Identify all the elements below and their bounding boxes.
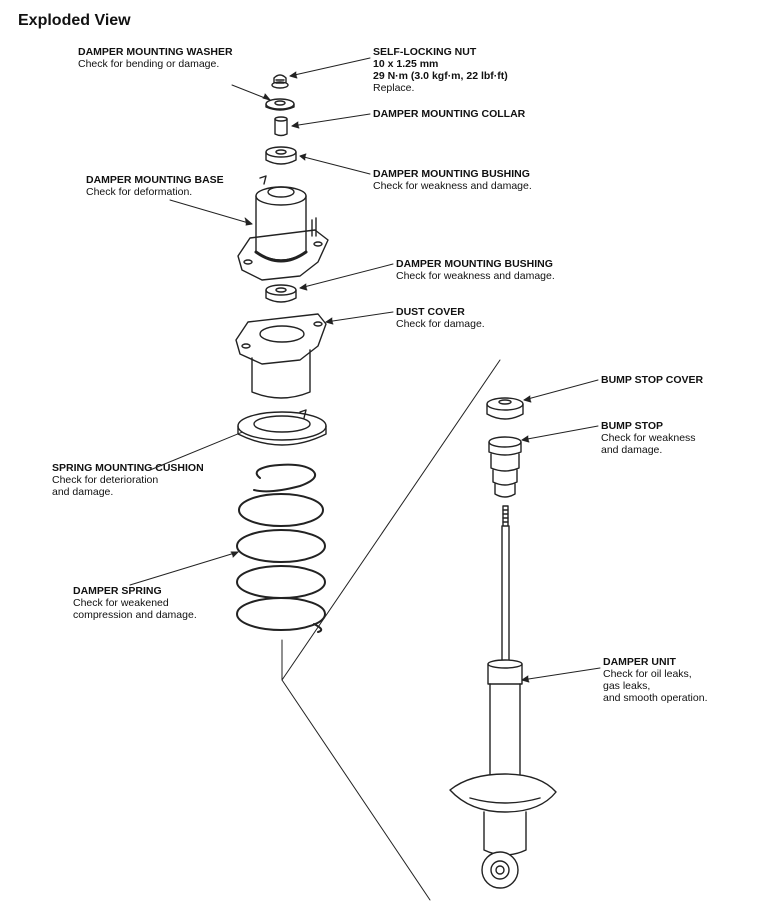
- label-dust-cover: DUST COVER: [396, 306, 465, 318]
- callout-damper-spring: DAMPER SPRING Check for weakened compres…: [73, 585, 197, 621]
- desc-damper-unit-line1: Check for oil leaks,: [603, 668, 692, 680]
- label-spring-mounting-cushion: SPRING MOUNTING CUSHION: [52, 462, 204, 474]
- desc-self-locking-nut: Replace.: [373, 82, 415, 94]
- leader-bushing-lower: [299, 263, 394, 289]
- callout-damper-unit: DAMPER UNIT Check for oil leaks, gas lea…: [603, 656, 708, 704]
- leader-base-arrow: [244, 217, 253, 226]
- callout-bump-stop-cover: BUMP STOP COVER: [601, 374, 703, 386]
- label-damper-mounting-collar: DAMPER MOUNTING COLLAR: [373, 108, 526, 120]
- label-damper-mounting-base: DAMPER MOUNTING BASE: [86, 174, 224, 186]
- leader-bump-stop: [521, 425, 599, 441]
- desc-damper-mounting-washer: Check for bending or damage.: [78, 58, 220, 70]
- leader-washer-arrow: [262, 93, 271, 101]
- bump-stop-cover: [486, 397, 524, 420]
- leader-collar-arrow: [291, 121, 300, 129]
- label-bump-stop-cover: BUMP STOP COVER: [601, 374, 704, 386]
- leader-bushing-upper-arrow: [299, 153, 307, 161]
- self-locking-nut: [271, 74, 289, 89]
- desc-spring-mounting-cushion-line2: and damage.: [52, 486, 114, 498]
- callout-damper-mounting-bushing-upper: DAMPER MOUNTING BUSHING Check for weakne…: [373, 168, 532, 192]
- leader-spring-arrow: [230, 551, 239, 558]
- desc-damper-unit-line2: gas leaks,: [603, 680, 651, 692]
- damper-mounting-base: [237, 175, 329, 281]
- desc-dust-cover: Check for damage.: [396, 318, 485, 330]
- label-damper-mounting-bushing-upper: DAMPER MOUNTING BUSHING: [373, 168, 530, 180]
- damper-spring: [236, 463, 326, 633]
- callout-damper-mounting-collar: DAMPER MOUNTING COLLAR: [373, 108, 525, 120]
- callout-damper-mounting-washer: DAMPER MOUNTING WASHER Check for bending…: [78, 46, 233, 70]
- desc-damper-mounting-base: Check for deformation.: [86, 186, 193, 198]
- label-damper-mounting-bushing-lower: DAMPER MOUNTING BUSHING: [396, 258, 553, 270]
- callout-self-locking-nut: SELF-LOCKING NUT 10 x 1.25 mm 29 N·m (3.…: [373, 46, 508, 94]
- spec-self-locking-nut-size: 10 x 1.25 mm: [373, 58, 439, 70]
- desc-spring-mounting-cushion-line1: Check for deterioration: [52, 474, 159, 486]
- leader-collar: [291, 113, 371, 127]
- bump-stop: [488, 436, 522, 498]
- leader-bushing-upper: [299, 155, 371, 175]
- leader-bump-stop-cover-arrow: [523, 395, 532, 403]
- label-damper-unit: DAMPER UNIT: [603, 656, 676, 668]
- leader-dust-cover-arrow: [325, 317, 334, 325]
- damper-mounting-collar: [274, 116, 288, 137]
- callout-bump-stop: BUMP STOP Check for weakness and damage.: [601, 420, 696, 456]
- label-damper-spring: DAMPER SPRING: [73, 585, 162, 597]
- page-title: Exploded View: [18, 12, 131, 29]
- desc-damper-spring-line1: Check for weakened: [73, 597, 169, 609]
- callout-damper-mounting-bushing-lower: DAMPER MOUNTING BUSHING Check for weakne…: [396, 258, 555, 282]
- leader-spring: [129, 551, 239, 586]
- damper-mounting-bushing-upper: [265, 146, 297, 165]
- damper-mounting-bushing-lower: [265, 284, 297, 303]
- leader-bushing-lower-arrow: [299, 283, 308, 291]
- leader-damper-unit-arrow: [521, 675, 530, 683]
- callout-damper-mounting-base: DAMPER MOUNTING BASE Check for deformati…: [86, 174, 224, 198]
- damper-unit: [449, 505, 557, 889]
- desc-damper-mounting-bushing-upper: Check for weakness and damage.: [373, 180, 532, 192]
- spec-self-locking-nut-torque: 29 N·m (3.0 kgf·m, 22 lbf·ft): [373, 70, 508, 82]
- label-bump-stop: BUMP STOP: [601, 420, 664, 432]
- leader-nut: [289, 57, 371, 77]
- leader-bump-stop-cover: [523, 379, 599, 401]
- damper-mounting-washer: [265, 98, 295, 111]
- desc-bump-stop-line1: Check for weakness: [601, 432, 696, 444]
- desc-bump-stop-line2: and damage.: [601, 444, 663, 456]
- callout-spring-mounting-cushion: SPRING MOUNTING CUSHION Check for deteri…: [52, 462, 204, 498]
- leader-nut-arrow: [289, 71, 298, 79]
- callout-dust-cover: DUST COVER Check for damage.: [396, 306, 485, 330]
- leader-base: [169, 199, 253, 225]
- leader-lines: [129, 57, 601, 683]
- leader-bump-stop-arrow: [521, 435, 530, 443]
- desc-damper-spring-line2: compression and damage.: [73, 609, 197, 621]
- leader-damper-unit: [521, 667, 601, 681]
- label-damper-mounting-washer: DAMPER MOUNTING WASHER: [78, 46, 233, 58]
- desc-damper-unit-line3: and smooth operation.: [603, 692, 708, 704]
- perspective-lines: [281, 359, 501, 901]
- leader-dust-cover: [325, 311, 394, 323]
- spring-mounting-cushion: [237, 409, 327, 446]
- dust-cover: [235, 313, 327, 399]
- desc-damper-mounting-bushing-lower: Check for weakness and damage.: [396, 270, 555, 282]
- label-self-locking-nut: SELF-LOCKING NUT: [373, 46, 477, 58]
- zoom-line-lower: [281, 679, 431, 901]
